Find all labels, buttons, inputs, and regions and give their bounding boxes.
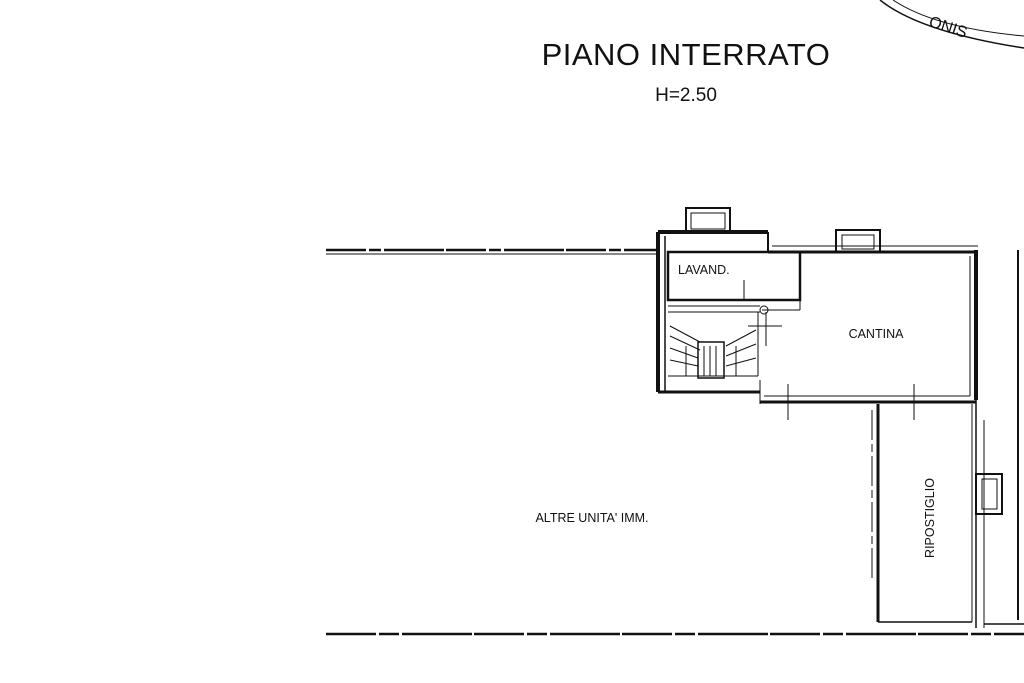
storage-room: RIPOSTIGLIO — [871, 404, 973, 623]
outer-walls — [656, 207, 1024, 628]
room-label-laundry: LAVAND. — [678, 263, 730, 277]
stamp-seal: ONIS — [879, 0, 1024, 49]
laundry-room: LAVAND. — [666, 250, 802, 311]
stair-block — [658, 305, 782, 404]
cellar-room: CANTINA — [760, 327, 976, 420]
room-label-storage: RIPOSTIGLIO — [923, 478, 937, 558]
height-label: H=2.50 — [655, 85, 717, 106]
room-label-cellar: CANTINA — [849, 327, 905, 341]
stamp-text: ONIS — [927, 14, 969, 42]
room-label-other-units: ALTRE UNITA' IMM. — [535, 511, 648, 525]
party-walls — [326, 248, 1024, 636]
plan-title: PIANO INTERRATO — [542, 37, 831, 72]
